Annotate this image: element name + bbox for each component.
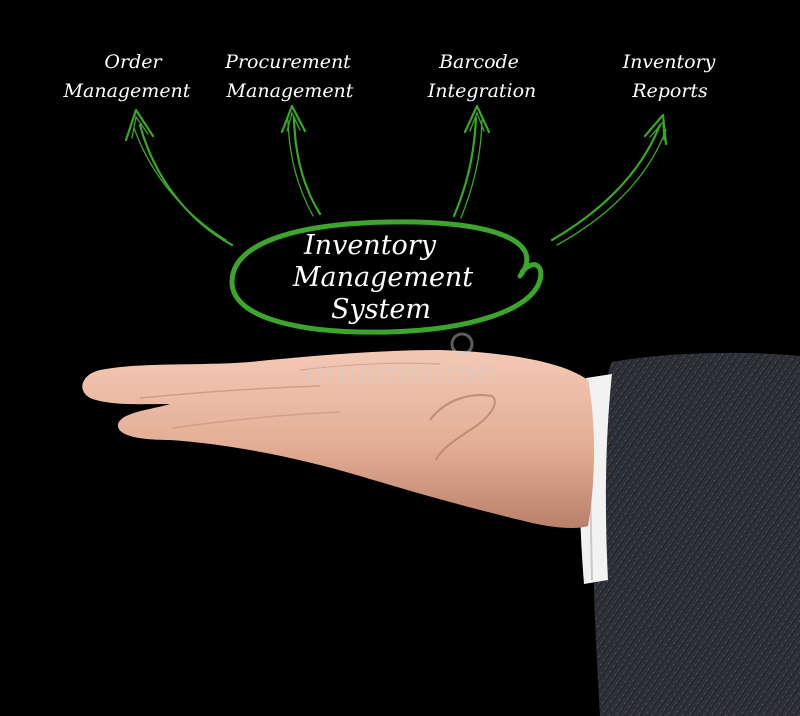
central-label-line: System: [331, 294, 431, 325]
open-hand: [82, 350, 594, 528]
arrow-to-procurement-management: [280, 104, 322, 217]
branch-label-line: Management: [63, 80, 191, 102]
branch-barcode-integration: Barcode Integration: [427, 51, 537, 102]
branch-order-management: Order Management: [63, 51, 191, 102]
central-ellipse: [229, 219, 544, 335]
branch-label-line: Management: [226, 80, 354, 102]
suit-sleeve: [593, 352, 800, 716]
branch-label-line: Reports: [631, 80, 708, 102]
branch-label-line: Procurement: [224, 51, 351, 73]
branch-inventory-reports: Inventory Reports: [622, 51, 716, 102]
branch-label-line: Inventory: [622, 51, 716, 73]
branch-label-line: Integration: [427, 80, 537, 102]
central-label-line: Inventory: [303, 230, 437, 261]
central-node: Inventory Management System: [229, 219, 544, 335]
branch-label-line: Order: [104, 51, 163, 73]
watermark: dreamstime: [304, 332, 496, 392]
branch-label-line: Barcode: [438, 51, 519, 73]
central-label-line: Management: [292, 262, 473, 293]
arrow-to-inventory-reports: [550, 113, 668, 246]
branch-procurement-management: Procurement Management: [224, 51, 354, 102]
arrow-to-barcode-integration: [452, 104, 491, 219]
watermark-text: dreamstime: [304, 354, 496, 392]
arrow-to-order-management: [124, 108, 234, 247]
